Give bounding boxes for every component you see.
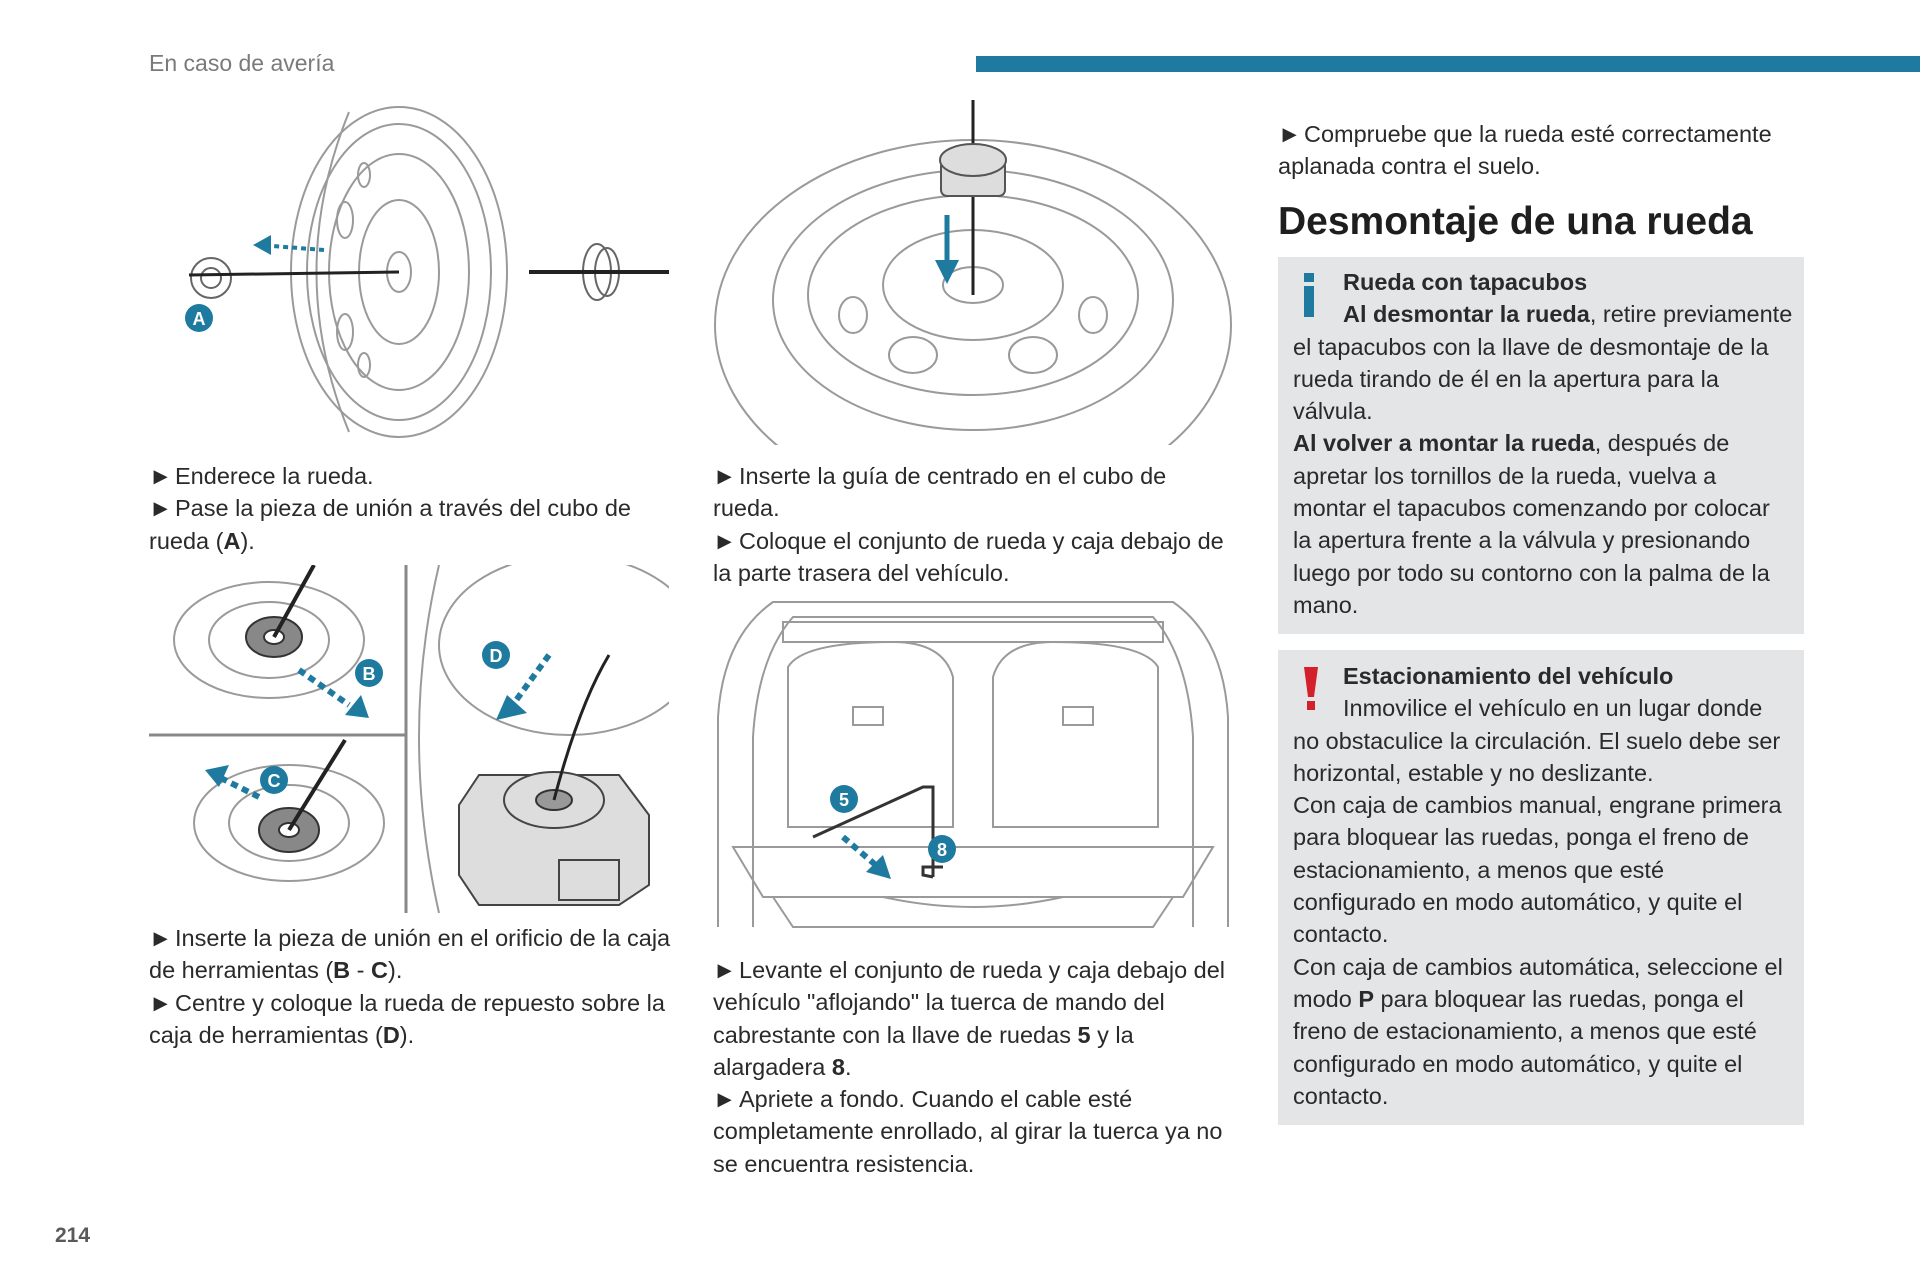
info-p1-text: , retire previamente el tapacubos con la… [1293, 301, 1793, 425]
step-text: Compruebe que la rueda esté correctament… [1278, 121, 1772, 180]
step-text-end: ). [388, 957, 403, 984]
bullet-arrow-icon: ► [149, 925, 173, 951]
bullet-arrow-icon: ► [149, 495, 173, 522]
ref-b: B [333, 957, 351, 984]
bullet-arrow-icon: ► [149, 989, 173, 1016]
info-box-tapacubos [1278, 257, 1804, 634]
trunk-winch-illustration: 5 8 [717, 601, 1229, 928]
bullet-arrow-icon: ► [713, 463, 737, 489]
warn-p3-text: Con caja de cambios automática, seleccio… [1293, 953, 1783, 1012]
step-text-end: . [844, 1053, 852, 1080]
label-c: C [268, 771, 281, 791]
col1-steps-a: ►Enderece la rueda. ►Pase la pieza de un… [149, 460, 669, 557]
col2-steps-c: ►Inserte la guía de centrado en el cubo … [713, 460, 1233, 589]
ref-5: 5 [1077, 1021, 1091, 1048]
step-text: Inserte la guía de centrado en el cubo d… [713, 463, 1167, 522]
step-text: Enderece la rueda. [175, 463, 374, 489]
bullet-arrow-icon: ► [713, 957, 737, 983]
warning-box-title: Estacionamiento del vehículo [1343, 663, 1674, 689]
step-text: Levante el conjunto de rueda y caja deba… [713, 957, 1226, 1048]
label-d: D [490, 646, 503, 666]
warn-p3-text-end: para bloquear las ruedas, ponga el freno… [1293, 985, 1757, 1109]
warning-icon [1304, 667, 1318, 710]
step-text-end: ). [240, 527, 255, 554]
step-text-end: ). [399, 1021, 415, 1048]
info-box-p1: Al desmontar la rueda, retire previament… [1293, 298, 1793, 427]
step-levante: ►Levante el conjunto de rueda y caja deb… [713, 954, 1243, 1083]
step-inserte-pieza: ►Inserte la pieza de unión en el orifici… [149, 922, 674, 987]
bullet-arrow-icon: ► [713, 1086, 737, 1113]
info-box-content: Rueda con tapacubos Al desmontar la rued… [1293, 266, 1793, 621]
info-box-title: Rueda con tapacubos [1343, 269, 1588, 295]
col2-steps-d: ►Levante el conjunto de rueda y caja deb… [713, 954, 1243, 1180]
info-icon [1304, 273, 1314, 317]
col3-step-e: ►Compruebe que la rueda esté correctamen… [1278, 118, 1818, 183]
step-pase: ►Pase la pieza de unión a través del cub… [149, 492, 669, 557]
info-p1-lead: Al desmontar la rueda [1343, 301, 1590, 328]
label-b: B [363, 664, 376, 684]
figure-wheel-hub: A [149, 100, 669, 445]
step-text: Coloque el conjunto de rueda y caja deba… [713, 527, 1224, 586]
figure-centering-guide [713, 100, 1233, 445]
wheel-hub-illustration: A [185, 106, 669, 438]
page-number: 214 [55, 1224, 91, 1247]
ref-d: D [382, 1021, 400, 1048]
section-title: En caso de avería [149, 50, 335, 76]
warning-box-estacionamiento [1278, 650, 1804, 1125]
col1-steps-b: ►Inserte la pieza de unión en el orifici… [149, 922, 674, 1051]
step-apriete: ►Apriete a fondo. Cuando el cable esté c… [713, 1083, 1243, 1180]
step-text: Centre y coloque la rueda de repuesto so… [149, 989, 665, 1048]
bullet-arrow-icon: ► [149, 463, 173, 489]
step-inserte-guia: ►Inserte la guía de centrado en el cubo … [713, 460, 1233, 525]
step-enderece: ►Enderece la rueda. [149, 460, 669, 492]
bullet-arrow-icon: ► [1278, 121, 1302, 147]
step-text-sep: - [350, 957, 372, 984]
step-text: Inserte la pieza de unión en el orificio… [149, 925, 671, 984]
section-heading: Desmontaje de una rueda [1278, 200, 1753, 243]
centering-guide-illustration [714, 100, 1232, 445]
warning-box-p1: Inmovilice el vehículo en un lugar donde… [1293, 695, 1781, 786]
figure-toolbox-insert: B C D [149, 565, 669, 913]
info-p2-text: , después de apretar los tornillos de la… [1293, 430, 1770, 618]
figure-trunk-winch: 5 8 [713, 597, 1233, 937]
toolbox-insert-illustration: B C D [149, 565, 669, 913]
warning-box-content: Estacionamiento del vehículo Inmovilice … [1293, 660, 1793, 1112]
warning-box-p3: Con caja de cambios automática, seleccio… [1293, 951, 1793, 1112]
gear-p: P [1358, 985, 1375, 1012]
step-text-mid: y la alargadera [713, 1021, 1134, 1080]
label-8: 8 [937, 840, 947, 860]
step-text: Pase la pieza de unión a través del cubo… [149, 495, 631, 554]
ref-c: C [371, 957, 389, 984]
step-coloque-conjunto: ►Coloque el conjunto de rueda y caja deb… [713, 525, 1233, 590]
ref-8: 8 [831, 1053, 845, 1080]
step-text: Apriete a fondo. Cuando el cable esté co… [713, 1086, 1223, 1177]
label-a: A [193, 309, 206, 329]
info-box-p2: Al volver a montar la rueda, después de … [1293, 427, 1793, 621]
info-p2-lead: Al volver a montar la rueda [1293, 430, 1595, 457]
step-compruebe: ►Compruebe que la rueda esté correctamen… [1278, 118, 1818, 183]
header-accent-rule [976, 56, 1920, 72]
step-centre: ►Centre y coloque la rueda de repuesto s… [149, 987, 674, 1052]
bullet-arrow-icon: ► [713, 527, 737, 554]
label-5: 5 [839, 790, 849, 810]
warning-box-p2: Con caja de cambios manual, engrane prim… [1293, 792, 1782, 948]
ref-a: A [223, 527, 241, 554]
